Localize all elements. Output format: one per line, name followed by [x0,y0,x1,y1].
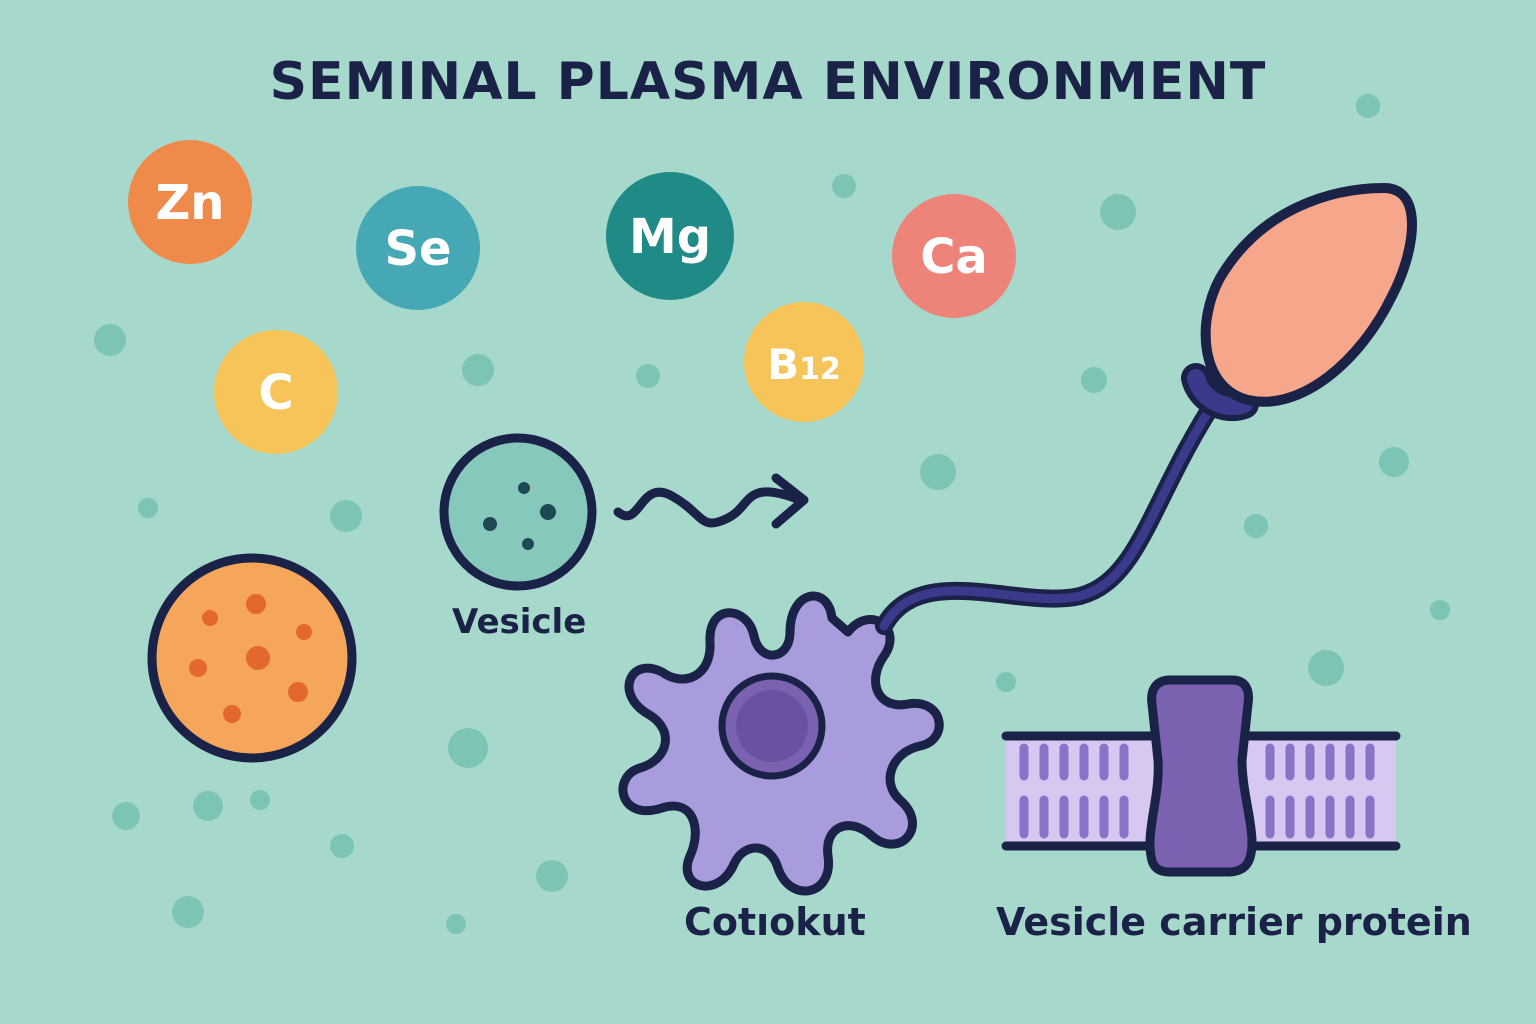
nutrient-symbol: B12 [767,340,841,389]
vesicle [439,433,597,591]
nutrient-symbol: C [258,365,293,421]
nutrient-zn-badge: Zn [128,140,252,264]
sperm-cell [875,183,1417,635]
wavy-arrow-icon [613,473,809,529]
membrane-protein [1001,675,1401,877]
plasma-particles [94,94,1450,934]
vesicle-label: Vesicle [452,602,587,642]
nutrient-mg-badge: Mg [606,172,734,300]
protein-label: Vesicle carrier protein [996,900,1472,944]
nutrient-symbol: Mg [629,209,711,265]
nutrient-c-badge: C [214,330,338,454]
cell-label: Cotıokut [684,900,866,944]
purple-cell [618,591,944,896]
nutrient-symbol: Zn [156,175,225,231]
nutrient-ca-badge: Ca [892,194,1016,318]
nutrient-b12-badge: B12 [744,302,864,422]
nutrient-symbol: Se [384,221,451,277]
nutrient-se-badge: Se [356,186,480,310]
orange-cell [147,553,357,763]
page-title: SEMINAL PLASMA ENVIRONMENT [269,52,1267,112]
nutrient-symbol: Ca [920,229,988,285]
